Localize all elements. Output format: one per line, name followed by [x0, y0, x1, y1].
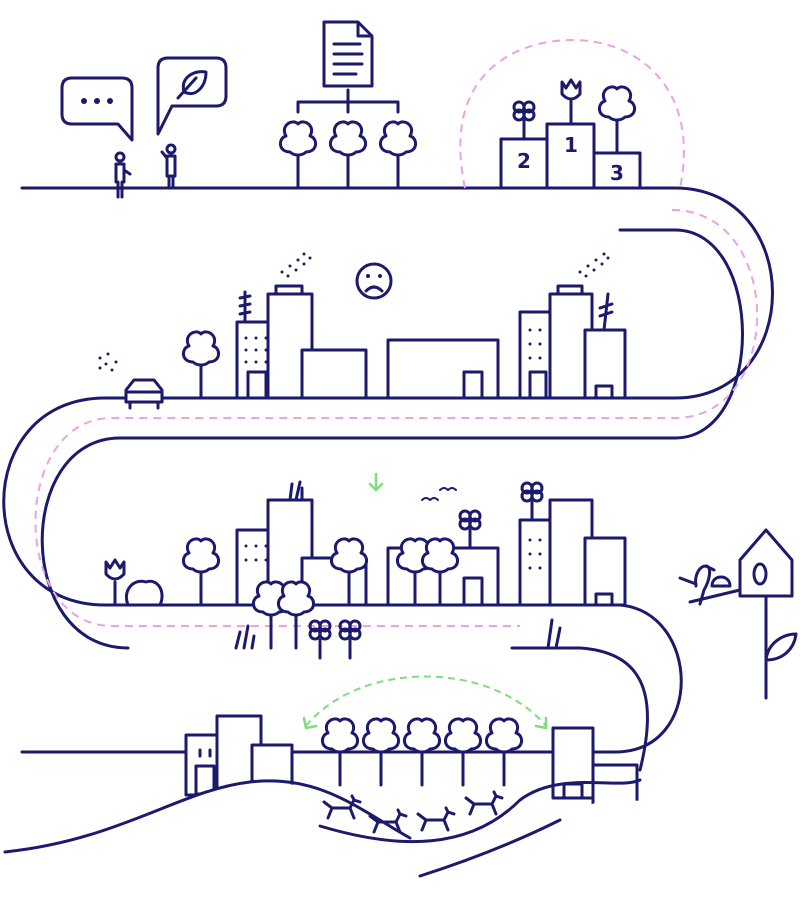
podium: 2 1 3	[499, 78, 642, 190]
polluted-city-buildings	[181, 284, 627, 400]
speech-bubble-leaf	[156, 56, 228, 136]
tulip-icon	[560, 78, 582, 126]
dashed-route	[34, 38, 758, 627]
person-left	[114, 151, 132, 199]
tulip-icon	[104, 558, 126, 607]
podium-second-label: 2	[517, 149, 531, 173]
podium-first-label: 1	[564, 133, 578, 157]
smog-particles	[98, 252, 610, 372]
tree-group-top	[278, 120, 418, 190]
hills	[0, 778, 800, 920]
car-icon	[124, 378, 164, 410]
birdhouse-icon	[678, 528, 798, 700]
winding-road	[2, 186, 774, 772]
document-icon	[296, 20, 400, 114]
green-arrow-down-icon	[368, 472, 384, 492]
flower-icon	[512, 100, 536, 141]
green-city-buildings	[104, 480, 627, 660]
birds-icon	[421, 487, 457, 501]
tree-icon	[597, 85, 637, 155]
sad-face-icon	[355, 262, 393, 300]
podium-third-label: 3	[610, 161, 624, 185]
speech-bubble-dots	[60, 76, 134, 142]
green-dashed-arc	[302, 675, 548, 730]
person-right	[160, 143, 177, 190]
